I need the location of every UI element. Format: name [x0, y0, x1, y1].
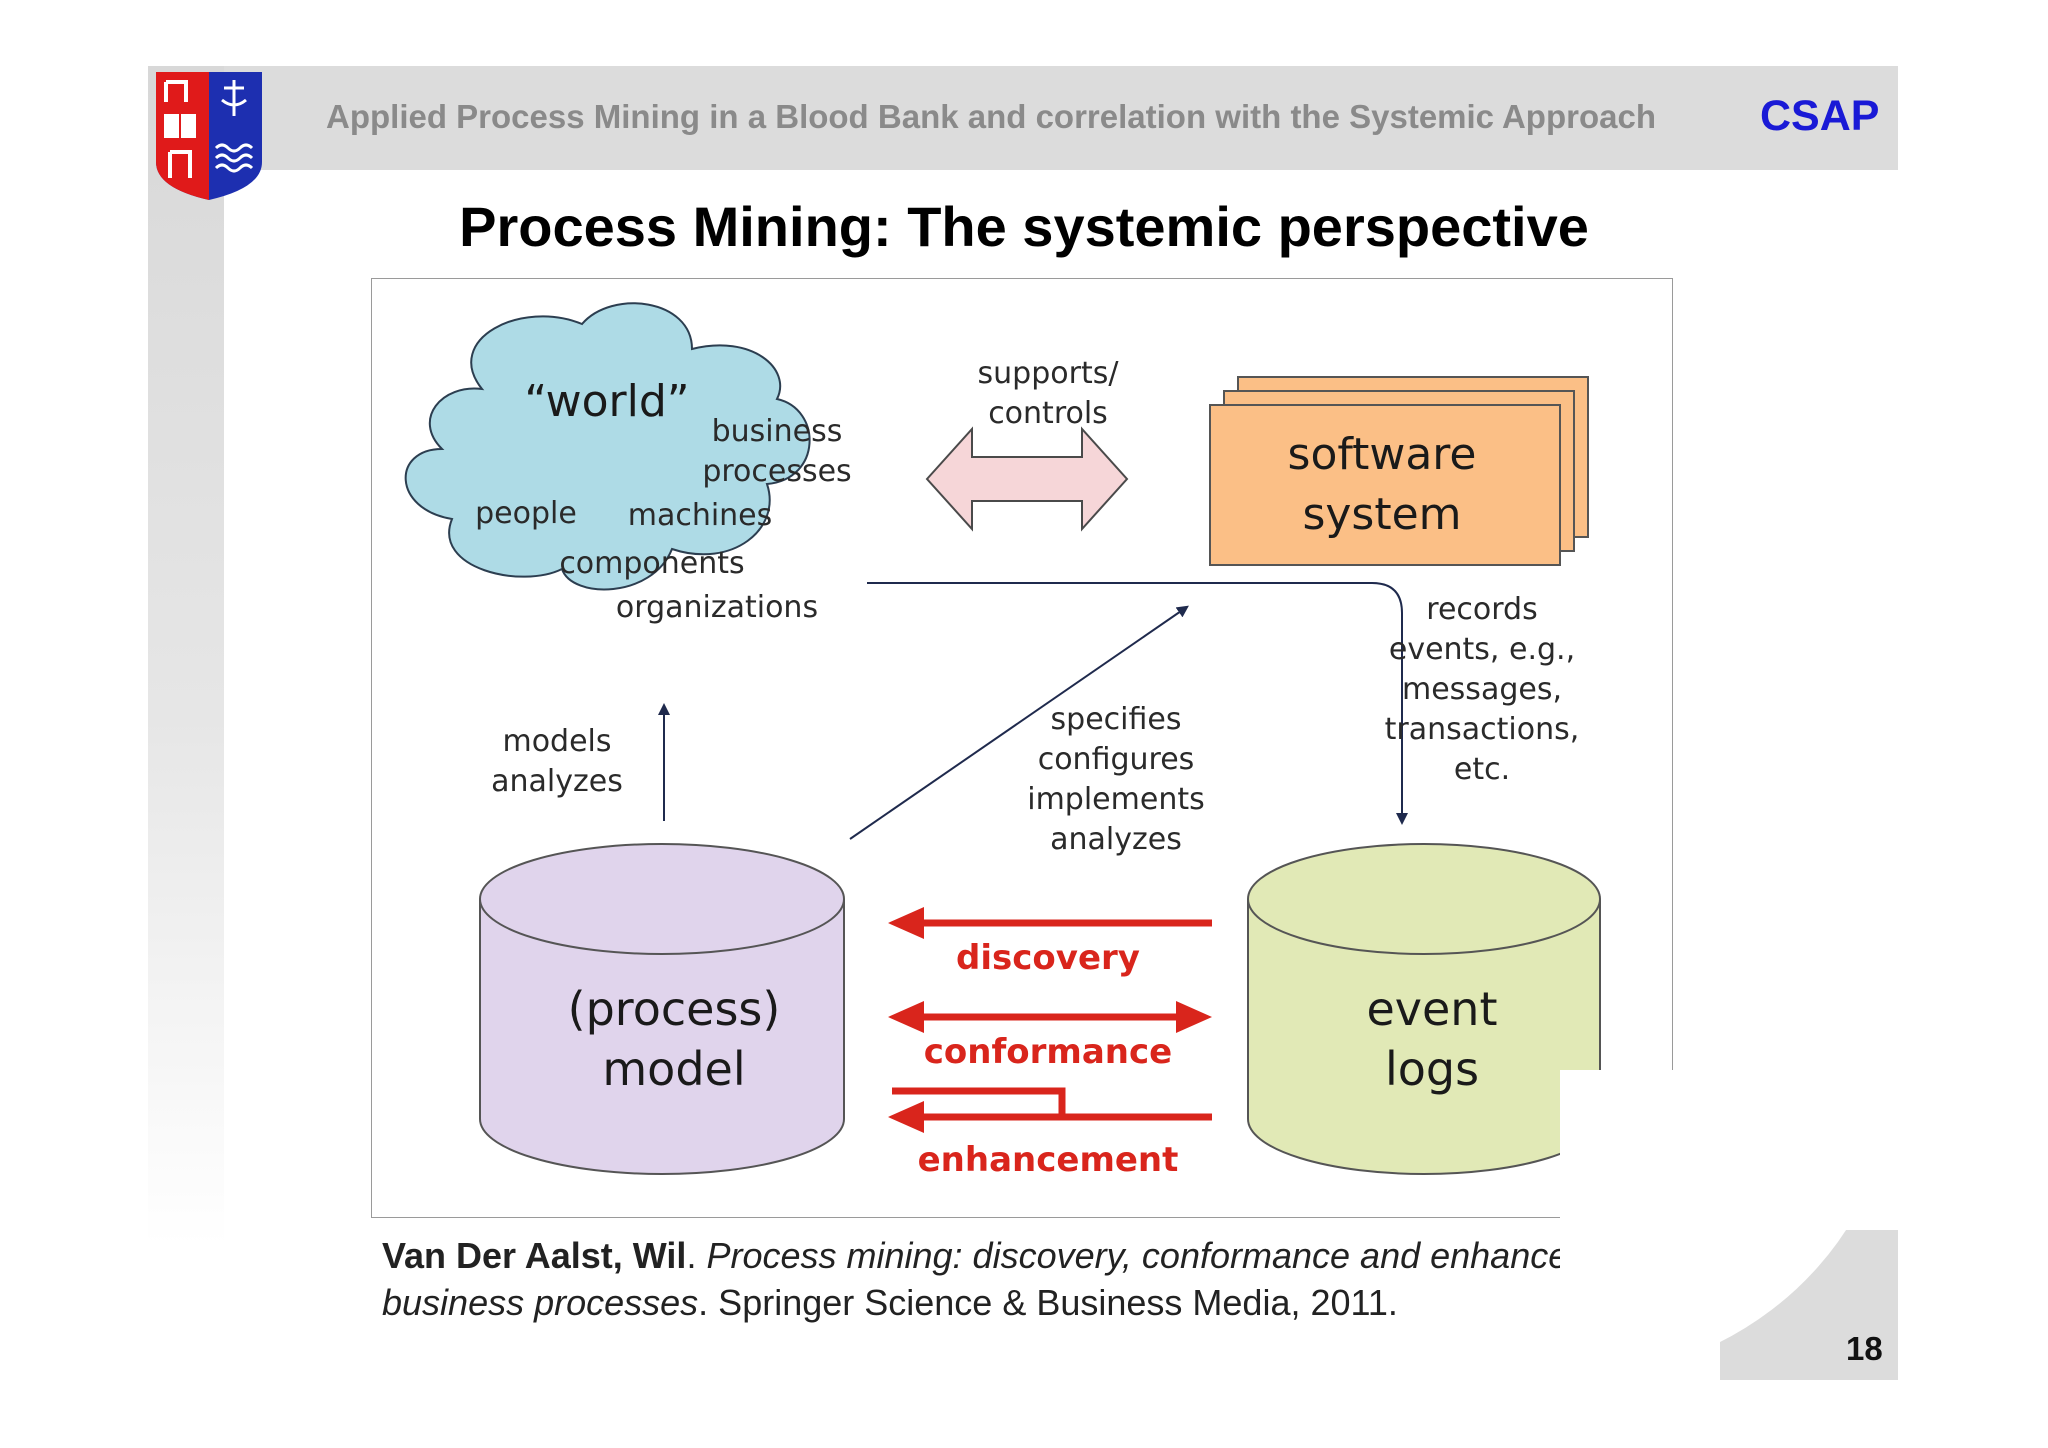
world-cloud: [404, 302, 811, 591]
records-label-5: etc.: [1454, 752, 1510, 787]
specifies-label-1: specifies: [1051, 702, 1182, 737]
conformance-arrow: [888, 1001, 1212, 1033]
world-item-machines: machines: [628, 498, 773, 533]
left-decor-band: [148, 66, 224, 1246]
logs-label-2: logs: [1385, 1042, 1479, 1096]
process-mining-diagram: “world” business processes people machin…: [371, 278, 1673, 1218]
university-logo: [152, 70, 266, 202]
records-label-3: messages,: [1402, 672, 1562, 707]
discovery-arrow: [888, 907, 1212, 939]
logs-label-1: event: [1366, 982, 1497, 1036]
system-label: system: [1302, 489, 1461, 540]
world-item-organizations: organizations: [616, 590, 818, 625]
process-model-cylinder: [479, 843, 845, 1175]
records-label-1: records: [1426, 592, 1537, 627]
page-number: 18: [1846, 1330, 1883, 1367]
records-label-4: transactions,: [1385, 712, 1580, 747]
header-band: [148, 66, 1898, 170]
world-item-business: business: [712, 414, 843, 449]
enhancement-arrow: [888, 1087, 1212, 1133]
world-item-processes: processes: [702, 454, 851, 489]
model-label-2: model: [602, 1042, 745, 1096]
models-label: models: [502, 724, 611, 759]
specifies-arrow: [849, 605, 1189, 840]
enhancement-label: enhancement: [918, 1140, 1179, 1180]
world-title: “world”: [524, 376, 689, 427]
citation-rest: . Springer Science & Business Media, 201…: [698, 1282, 1398, 1323]
model-label-1: (process): [568, 982, 781, 1036]
citation-title: Process mining: discovery, conformance a…: [382, 1235, 1689, 1323]
controls-label: controls: [988, 396, 1108, 431]
supports-label: supports/: [978, 356, 1120, 391]
conformance-label: conformance: [924, 1032, 1172, 1072]
specifies-label-4: analyzes: [1050, 822, 1182, 857]
software-system-box: [1209, 404, 1561, 566]
world-item-people: people: [475, 496, 577, 531]
specifies-label-2: configures: [1038, 742, 1195, 777]
records-label-2: events, e.g.,: [1389, 632, 1575, 667]
slide-title: Process Mining: The systemic perspective: [459, 195, 1589, 258]
supports-double-arrow: [925, 426, 1129, 532]
analyzes-label: analyzes: [491, 764, 623, 799]
records-connector: [867, 582, 1408, 825]
citation-sep: .: [686, 1235, 707, 1276]
brand-label: CSAP: [1760, 92, 1880, 140]
event-logs-cylinder: [1247, 843, 1601, 1175]
software-label: software: [1288, 429, 1477, 480]
discovery-label: discovery: [956, 938, 1140, 978]
presentation-title: Applied Process Mining in a Blood Bank a…: [326, 98, 1656, 135]
citation: Van Der Aalst, Wil. Process mining: disc…: [382, 1232, 1782, 1326]
citation-author: Van Der Aalst, Wil: [382, 1235, 687, 1276]
specifies-label-3: implements: [1027, 782, 1204, 817]
world-item-components: components: [559, 546, 744, 581]
